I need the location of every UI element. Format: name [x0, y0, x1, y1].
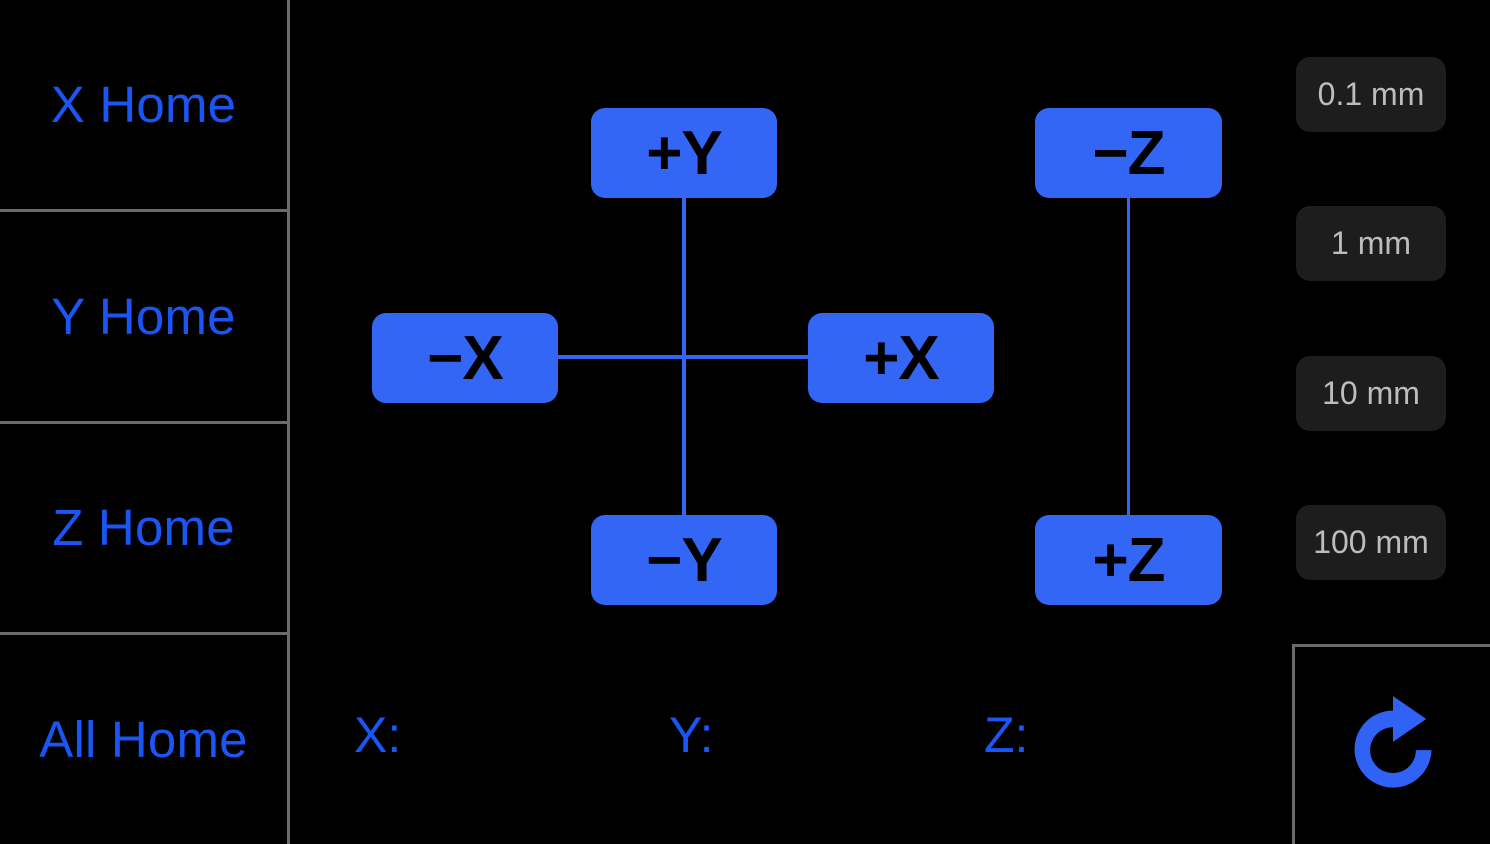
jog-x-plus-label: +X [863, 323, 940, 393]
sidebar-item-z-home[interactable]: Z Home [0, 423, 287, 636]
step-size-rail: 0.1 mm 1 mm 10 mm 100 mm [1296, 0, 1490, 844]
sidebar-item-y-home[interactable]: Y Home [0, 211, 287, 424]
home-buttons-sidebar: X Home Y Home Z Home All Home [0, 0, 290, 844]
jog-pad: +Y −X +X −Y −Z +Z X: Y: Z: [290, 0, 1490, 844]
coordinate-readout-z: Z: [984, 706, 1040, 764]
step-size-1mm-label: 1 mm [1331, 225, 1411, 261]
jog-y-plus-button[interactable]: +Y [591, 108, 777, 198]
jog-x-minus-button[interactable]: −X [372, 313, 558, 403]
jog-z-plus-button[interactable]: +Z [1035, 515, 1222, 605]
jog-z-minus-button[interactable]: −Z [1035, 108, 1222, 198]
step-size-0-1mm-button[interactable]: 0.1 mm [1296, 57, 1446, 132]
y-home-label: Y Home [51, 287, 236, 345]
jog-y-minus-label: −Y [646, 525, 723, 595]
jog-x-plus-button[interactable]: +X [808, 313, 994, 403]
step-size-10mm-button[interactable]: 10 mm [1296, 356, 1446, 431]
coordinate-readout-x: X: [354, 706, 413, 764]
step-size-0-1mm-label: 0.1 mm [1317, 76, 1425, 112]
jog-z-minus-label: −Z [1092, 118, 1165, 188]
coordinate-readout-y: Y: [669, 706, 725, 764]
jog-z-plus-label: +Z [1092, 525, 1165, 595]
x-axis-connector-line [555, 355, 811, 359]
z-axis-connector-line [1127, 196, 1130, 518]
step-size-100mm-button[interactable]: 100 mm [1296, 505, 1446, 580]
refresh-button[interactable] [1292, 644, 1490, 844]
z-home-label: Z Home [52, 499, 235, 557]
sidebar-item-x-home[interactable]: X Home [0, 0, 287, 212]
refresh-icon [1354, 695, 1431, 788]
all-home-label: All Home [39, 711, 248, 769]
sidebar-item-all-home[interactable]: All Home [0, 635, 287, 844]
coordinate-label-y: Y: [669, 707, 714, 763]
jog-y-plus-label: +Y [646, 118, 723, 188]
step-size-10mm-label: 10 mm [1322, 375, 1420, 411]
coordinate-label-x: X: [354, 707, 402, 763]
step-size-1mm-button[interactable]: 1 mm [1296, 206, 1446, 281]
coordinate-label-z: Z: [984, 707, 1029, 763]
jog-y-minus-button[interactable]: −Y [591, 515, 777, 605]
step-size-100mm-label: 100 mm [1313, 524, 1429, 560]
jog-x-minus-label: −X [427, 323, 504, 393]
x-home-label: X Home [50, 75, 237, 133]
